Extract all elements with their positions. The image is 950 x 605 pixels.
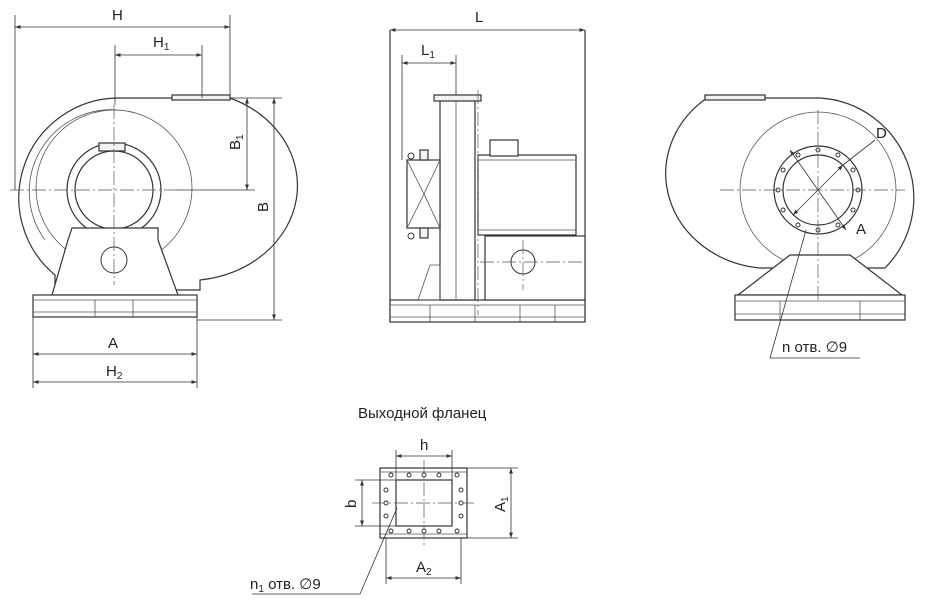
front-view: L L1	[389, 9, 586, 323]
dim-label-A1: A1	[492, 496, 511, 512]
dim-label-A: A	[108, 335, 118, 352]
back-base-frame	[734, 294, 906, 321]
dim-label-L: L	[475, 9, 483, 26]
motor-body	[477, 154, 577, 236]
dim-label-A-back: A	[856, 221, 866, 238]
scroll-housing	[18, 97, 299, 291]
back-view: D A n отв. ∅9	[665, 94, 915, 359]
dim-label-A2: A2	[416, 559, 432, 578]
side-view: H H1 B1 B A H2	[10, 7, 299, 388]
inlet-tab	[98, 142, 126, 152]
back-pedestal	[736, 254, 904, 296]
flange-title: Выходной фланец	[358, 405, 487, 422]
dim-label-B: B	[255, 202, 272, 212]
dim-label-H: H	[112, 7, 123, 24]
dim-label-H1: H1	[153, 34, 170, 53]
outlet-flange-top	[171, 94, 231, 101]
motor-pedestal	[484, 235, 586, 301]
back-scroll-housing	[665, 97, 915, 269]
front-base	[389, 299, 586, 323]
housing-top-flange	[433, 94, 482, 102]
holes-note-flange: n1 отв. ∅9	[250, 576, 321, 595]
motor-terminal-box	[489, 139, 519, 157]
back-outlet-flange	[704, 94, 766, 101]
dim-label-B1: B1	[227, 134, 246, 150]
flange-holes	[383, 472, 464, 534]
holes-note-back: n отв. ∅9	[782, 339, 847, 356]
dim-label-D: D	[876, 125, 887, 142]
dim-label-H2: H2	[106, 363, 123, 382]
dim-label-L1: L1	[421, 42, 435, 61]
dim-label-h: h	[420, 437, 428, 454]
flange-view: h b A1 A2 n1 отв. ∅9	[250, 437, 518, 595]
housing-column	[439, 99, 476, 301]
scroll-inner	[28, 109, 119, 241]
base-frame	[32, 294, 198, 318]
dim-label-b: b	[343, 500, 360, 508]
